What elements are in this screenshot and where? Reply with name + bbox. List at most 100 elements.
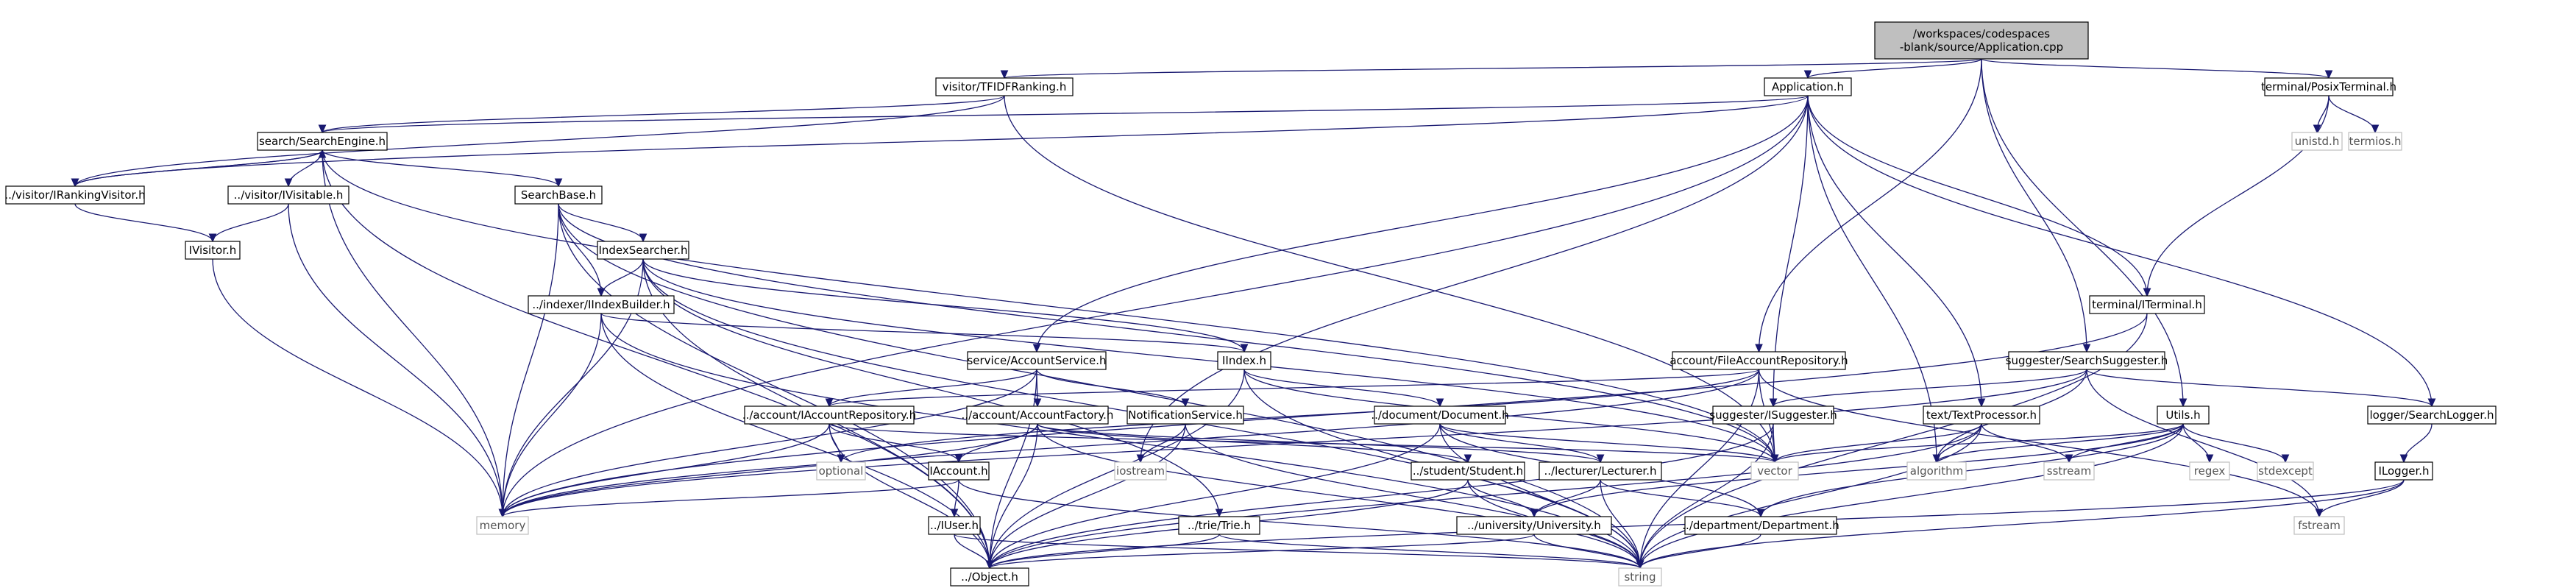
node-accountservice[interactable]: service/AccountService.h <box>967 351 1107 370</box>
edge-iaccount-to-memory <box>503 479 959 517</box>
node-trie[interactable]: ../trie/Trie.h <box>1178 516 1260 535</box>
node-ivisitable[interactable]: ../visitor/IVisitable.h <box>227 185 350 205</box>
node-box-stdexcept <box>2257 461 2314 481</box>
edge-indexsearcher-to-iindex <box>642 258 1244 352</box>
node-tfidf[interactable]: visitor/TFIDFRanking.h <box>935 77 1074 96</box>
edge-iindexbuilder-to-memory <box>503 313 602 517</box>
edge-app-to-searchlogger <box>1807 95 2432 406</box>
node-iuser[interactable]: ../IUser.h <box>928 516 981 535</box>
node-label-root-line-0: /workspaces/codespaces <box>1913 27 2050 40</box>
node-label-stdexcept: stdexcept <box>2258 464 2313 478</box>
edges-layer <box>75 58 2432 568</box>
node-label-trie: ../trie/Trie.h <box>1188 519 1251 532</box>
edge-indexsearcher-to-vector <box>642 258 1775 462</box>
edge-iterminal-to-memory <box>503 313 2148 517</box>
node-box-accountfactory <box>966 405 1109 425</box>
node-searchlogger[interactable]: logger/SearchLogger.h <box>2367 405 2497 425</box>
edge-fileaccountrepo-to-string <box>1640 369 1760 568</box>
node-iaccount[interactable]: IAccount.h <box>928 461 990 481</box>
node-indexsearcher[interactable]: IndexSearcher.h <box>597 241 689 260</box>
node-accountfactory[interactable]: ../account/AccountFactory.h <box>962 405 1114 425</box>
node-box-searchlogger <box>2367 405 2497 425</box>
node-box-sstream <box>2043 461 2095 481</box>
node-label-iostream: iostream <box>1116 464 1165 478</box>
node-app[interactable]: Application.h <box>1764 77 1852 96</box>
node-label-iaccount: IAccount.h <box>929 464 987 478</box>
node-label-searchbase: SearchBase.h <box>521 188 596 202</box>
node-box-iuser <box>928 516 981 535</box>
node-iterminal[interactable]: terminal/ITerminal.h <box>2089 295 2205 314</box>
node-label-isuggester: suggester/ISuggester.h <box>1709 408 1837 422</box>
edge-accountfactory-to-memory <box>503 423 1038 517</box>
edge-searchbase-to-iindexbuilder <box>558 203 601 296</box>
node-label-fileaccountrepo: account/FileAccountRepository.h <box>1670 354 1848 367</box>
node-isuggester[interactable]: suggester/ISuggester.h <box>1709 405 1837 425</box>
edge-accountfactory-to-object <box>990 423 1038 568</box>
node-posix[interactable]: terminal/PosixTerminal.h <box>2261 77 2396 96</box>
node-university[interactable]: ../university/University.h <box>1456 516 1612 535</box>
node-label-irankv: ../visitor/IRankingVisitor.h <box>4 188 145 202</box>
node-document[interactable]: ../document/Document.h <box>1371 405 1509 425</box>
edge-searchbase-to-object <box>558 203 990 568</box>
node-irankv[interactable]: ../visitor/IRankingVisitor.h <box>4 185 146 205</box>
edge-accountfactory-to-lecturer <box>1037 423 1600 462</box>
edge-searchengine-to-searchbase <box>322 149 558 186</box>
node-root[interactable]: /workspaces/codespaces-blank/source/Appl… <box>1874 21 2089 60</box>
node-box-fileaccountrepo <box>1672 351 1846 370</box>
edge-accountservice-to-notifservice <box>1036 369 1185 406</box>
node-box-iindexbuilder <box>528 295 675 314</box>
node-department[interactable]: ../department/Department.h <box>1682 516 1839 535</box>
edge-searchengine-to-object <box>322 149 990 568</box>
node-ivisitor[interactable]: IVisitor.h <box>185 241 241 260</box>
node-fileaccountrepo[interactable]: account/FileAccountRepository.h <box>1670 351 1848 370</box>
node-iaccountrepo[interactable]: ../account/IAccountRepository.h <box>742 405 916 425</box>
node-ilogger[interactable]: ILogger.h <box>2374 461 2433 481</box>
node-box-notifservice <box>1126 405 1244 425</box>
edge-posix-to-termios <box>2328 95 2375 132</box>
edge-accountservice-to-iaccountrepo <box>829 369 1037 406</box>
edge-iuser-to-string <box>954 534 1640 568</box>
node-box-indexsearcher <box>597 241 689 260</box>
edge-searchbase-to-indexsearcher <box>558 203 643 241</box>
edge-app-to-textprocessor <box>1807 95 1981 406</box>
node-notifservice[interactable]: NotificationService.h <box>1126 405 1244 425</box>
node-label-tfidf: visitor/TFIDFRanking.h <box>943 80 1067 93</box>
node-box-posix <box>2264 77 2394 96</box>
node-textprocessor[interactable]: text/TextProcessor.h <box>1923 405 2040 425</box>
edge-accountfactory-to-student <box>1037 423 1468 462</box>
node-label-searchengine: search/SearchEngine.h <box>259 135 386 148</box>
node-label-optional: optional <box>819 464 864 478</box>
node-lecturer[interactable]: ../lecturer/Lecturer.h <box>1539 461 1662 481</box>
node-label-indexsearcher: IndexSearcher.h <box>598 244 687 257</box>
node-iindexbuilder[interactable]: ../indexer/IIndexBuilder.h <box>528 295 675 314</box>
node-object[interactable]: ../Object.h <box>950 567 1029 587</box>
edge-searchsuggester-to-searchlogger <box>2086 369 2432 406</box>
edge-app-to-memory <box>503 95 1809 517</box>
node-utils[interactable]: Utils.h <box>2157 405 2210 425</box>
edge-indexsearcher-to-iindexbuilder <box>601 258 644 296</box>
node-stdexcept: stdexcept <box>2257 461 2314 481</box>
edge-document-to-string <box>1439 423 1640 568</box>
node-label-app: Application.h <box>1772 80 1844 93</box>
node-box-tfidf <box>935 77 1074 96</box>
node-searchengine[interactable]: search/SearchEngine.h <box>257 132 388 151</box>
node-label-regex: regex <box>2194 464 2226 478</box>
node-label-iaccountrepo: ../account/IAccountRepository.h <box>742 408 916 422</box>
edge-utils-to-algorithm <box>1937 423 2184 462</box>
node-label-vector: vector <box>1757 464 1792 478</box>
node-student[interactable]: ../student/Student.h <box>1411 461 1525 481</box>
edge-utils-to-university <box>1534 423 2184 517</box>
node-iindex[interactable]: IIndex.h <box>1217 351 1271 370</box>
node-box-iaccount <box>928 461 990 481</box>
edge-iaccountrepo-to-object <box>828 423 990 568</box>
edge-iaccountrepo-to-memory <box>503 423 830 517</box>
node-box-termios <box>2348 132 2402 151</box>
edge-root-to-utils <box>1981 58 2183 406</box>
node-searchbase[interactable]: SearchBase.h <box>514 185 603 205</box>
edge-accountservice-to-object <box>990 369 1037 568</box>
edge-utils-to-string <box>1640 423 2184 568</box>
node-box-iindex <box>1217 351 1271 370</box>
node-searchsuggester[interactable]: suggester/SearchSuggester.h <box>2006 351 2168 370</box>
edge-notifservice-to-object <box>990 423 1186 568</box>
